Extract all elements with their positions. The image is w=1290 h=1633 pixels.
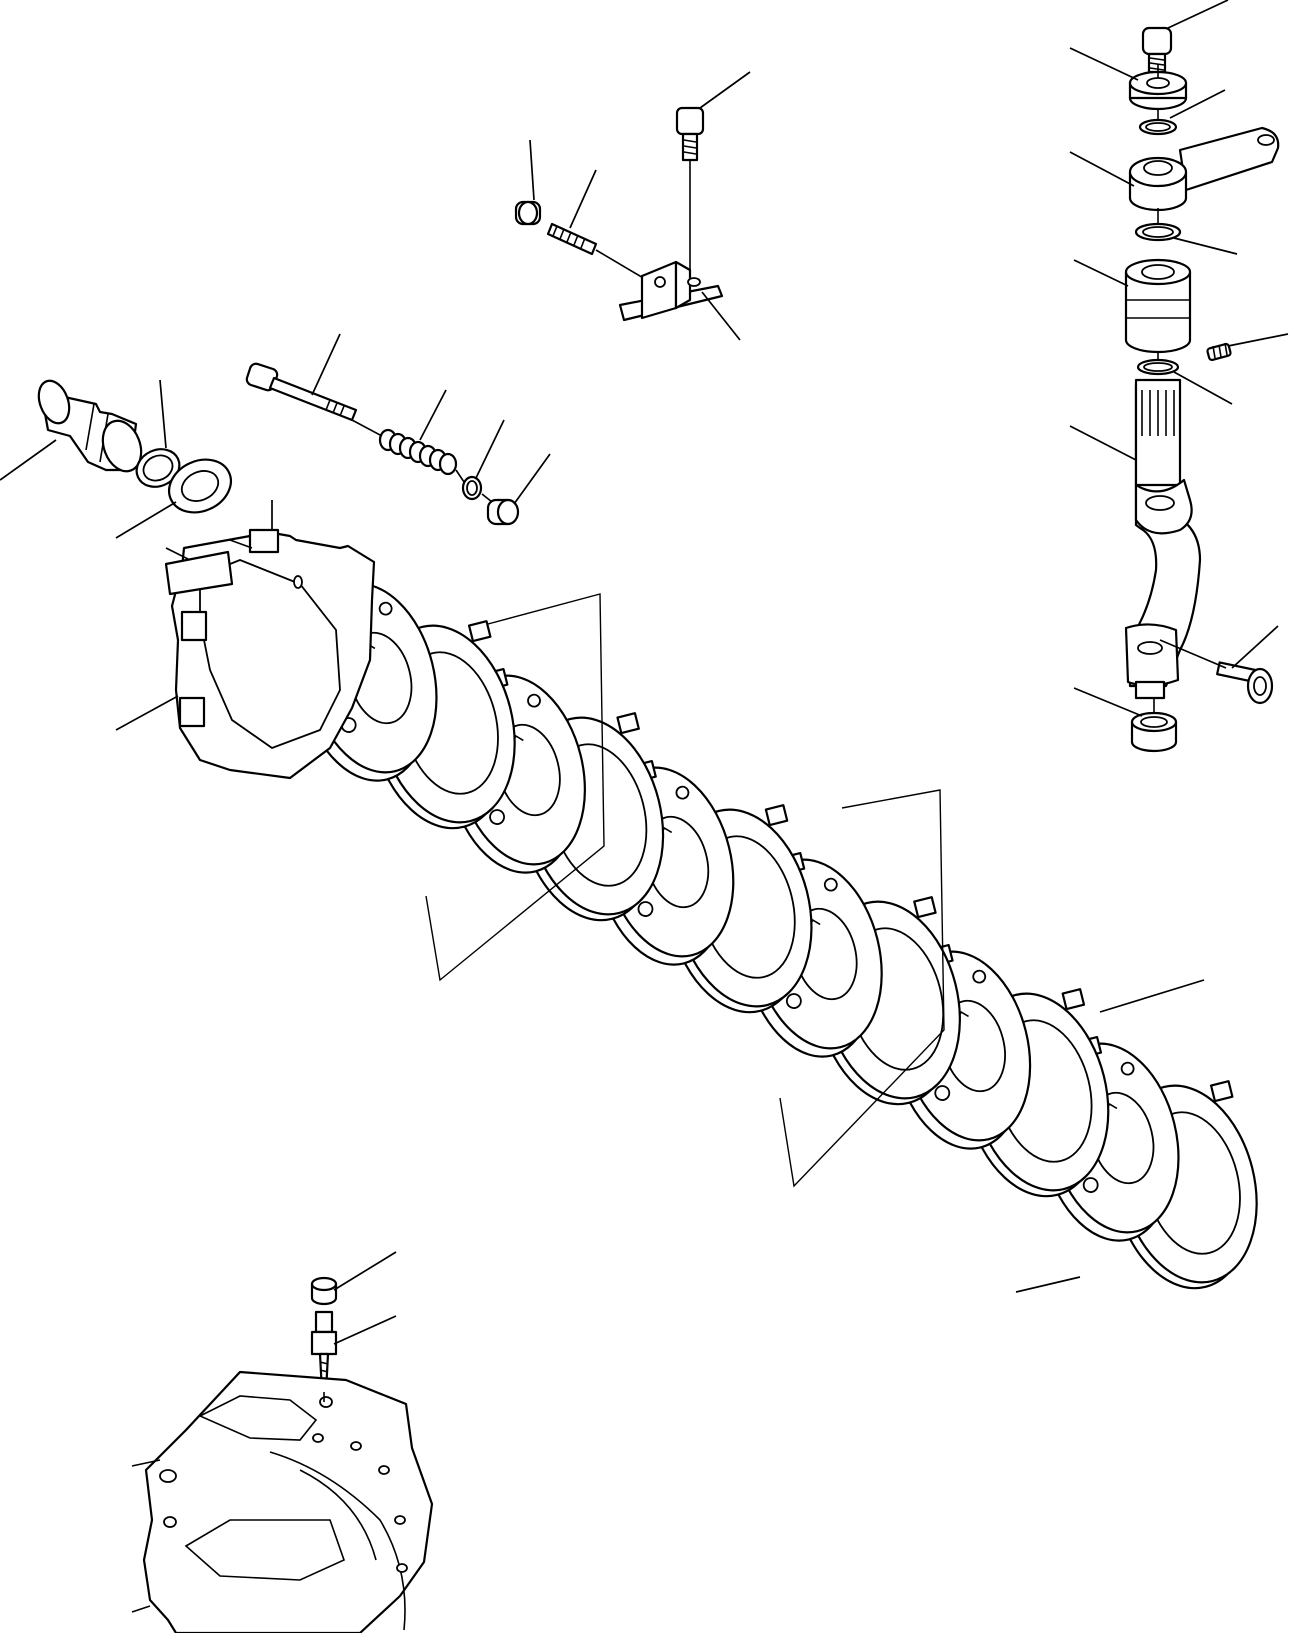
grub-screw bbox=[1206, 342, 1232, 362]
thick-washer bbox=[1128, 70, 1188, 111]
adjuster-assembly bbox=[245, 333, 551, 526]
bracket-nut bbox=[514, 200, 542, 226]
lever-arm bbox=[1128, 126, 1280, 212]
steering-shaft bbox=[1124, 378, 1202, 700]
bracket bbox=[618, 260, 724, 322]
lever-assembly bbox=[1069, 0, 1289, 753]
bracket-assembly bbox=[514, 71, 751, 341]
compression-spring bbox=[378, 428, 458, 476]
bushing bbox=[1124, 258, 1192, 354]
shaft-snap-ring bbox=[135, 448, 181, 488]
bleed-cap bbox=[310, 1276, 338, 1306]
bracket-spring-screw bbox=[546, 222, 598, 256]
input-shaft bbox=[37, 379, 143, 473]
axle-housing bbox=[131, 1370, 434, 1633]
adjuster-nut bbox=[486, 498, 520, 526]
long-bolt bbox=[245, 362, 358, 422]
top-screw bbox=[1141, 26, 1173, 74]
shaft-washer bbox=[168, 458, 232, 514]
shaft-assembly bbox=[0, 379, 232, 539]
pack-bracket-1 bbox=[425, 593, 605, 982]
disc-pack bbox=[298, 575, 1258, 1290]
bottom-cap bbox=[1130, 711, 1178, 753]
pressure-plate bbox=[115, 500, 376, 780]
bracket-bolt bbox=[675, 106, 705, 162]
side-bolt bbox=[1216, 661, 1274, 705]
pack-bracket-2 bbox=[779, 789, 945, 1188]
housing-assembly bbox=[131, 1251, 434, 1633]
